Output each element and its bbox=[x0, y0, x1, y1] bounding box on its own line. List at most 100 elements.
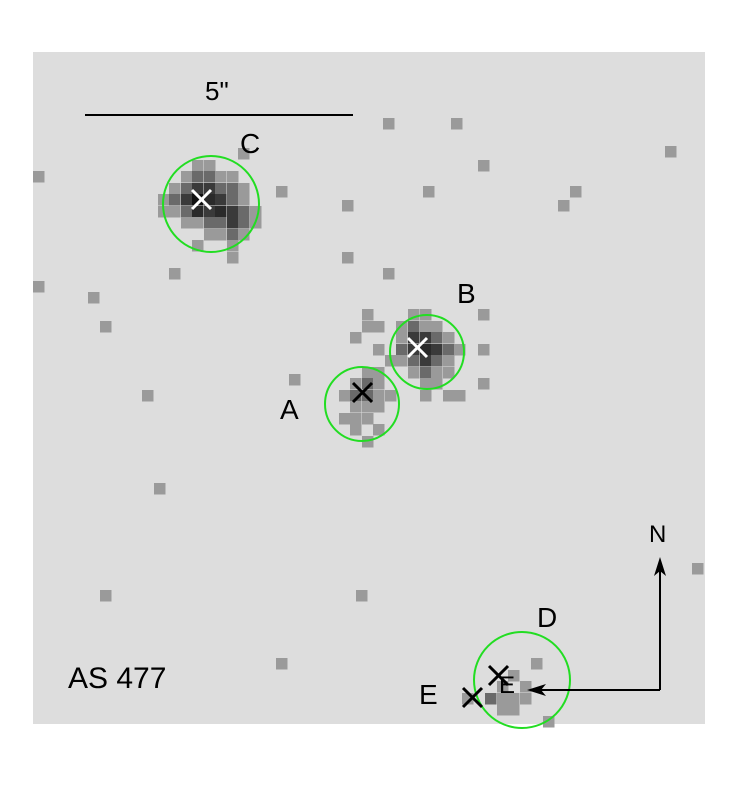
image-pixel bbox=[88, 292, 100, 304]
image-pixel bbox=[431, 321, 443, 333]
image-pixel bbox=[215, 217, 227, 229]
image-pixel bbox=[169, 183, 181, 195]
image-pixel bbox=[431, 355, 443, 367]
image-pixel bbox=[531, 658, 543, 670]
image-pixel bbox=[238, 217, 250, 229]
image-pixel bbox=[420, 321, 432, 333]
image-pixel bbox=[238, 229, 250, 241]
image-pixel bbox=[181, 194, 193, 206]
marker-c bbox=[190, 188, 213, 211]
image-pixel bbox=[204, 206, 216, 218]
image-pixel bbox=[169, 194, 181, 206]
image-pixel bbox=[204, 194, 216, 206]
image-pixel bbox=[362, 436, 374, 448]
image-pixel bbox=[478, 160, 490, 172]
source-label-e: E bbox=[419, 679, 438, 710]
image-pixel bbox=[508, 693, 520, 705]
image-pixel bbox=[215, 171, 227, 183]
image-pixel bbox=[431, 378, 443, 390]
image-pixel bbox=[508, 670, 520, 682]
image-pixel bbox=[420, 378, 432, 390]
image-pixel bbox=[431, 344, 443, 356]
image-pixel bbox=[520, 681, 532, 693]
image-pixel bbox=[443, 332, 455, 344]
image-pixel bbox=[342, 200, 354, 212]
image-pixel bbox=[276, 658, 288, 670]
image-pixel bbox=[373, 321, 385, 333]
marker-d bbox=[487, 664, 510, 687]
image-pixel bbox=[443, 344, 455, 356]
image-pixel bbox=[192, 194, 204, 206]
image-pixel bbox=[342, 252, 354, 264]
aperture-b bbox=[389, 314, 465, 390]
image-pixel bbox=[154, 483, 166, 495]
image-pixel bbox=[443, 355, 455, 367]
image-pixel bbox=[350, 390, 362, 402]
image-pixel bbox=[204, 229, 216, 241]
image-pixel bbox=[227, 252, 239, 264]
image-pixel bbox=[362, 378, 374, 390]
marker-b bbox=[406, 336, 429, 359]
image-pixel bbox=[396, 321, 408, 333]
image-pixel bbox=[227, 240, 239, 252]
image-pixel bbox=[497, 704, 509, 716]
image-pixel bbox=[396, 344, 408, 356]
image-pixel bbox=[408, 321, 420, 333]
image-pixel bbox=[497, 693, 509, 705]
image-pixel bbox=[423, 186, 435, 198]
source-label-b: B bbox=[457, 278, 476, 309]
image-pixel bbox=[350, 413, 362, 425]
image-pixel bbox=[396, 355, 408, 367]
image-pixel bbox=[383, 118, 395, 130]
image-pixel bbox=[238, 148, 250, 160]
image-pixel bbox=[478, 344, 490, 356]
image-pixel bbox=[33, 281, 45, 293]
image-pixel bbox=[420, 355, 432, 367]
image-pixel bbox=[238, 206, 250, 218]
image-pixel bbox=[350, 401, 362, 413]
image-pixel bbox=[362, 309, 374, 321]
image-pixel bbox=[420, 344, 432, 356]
image-pixel bbox=[238, 183, 250, 195]
source-label-c: C bbox=[240, 128, 261, 159]
image-pixel bbox=[408, 367, 420, 379]
image-pixel bbox=[238, 194, 250, 206]
image-pixel bbox=[181, 206, 193, 218]
image-pixel bbox=[373, 367, 385, 379]
image-pixel bbox=[373, 424, 385, 436]
image-pixel bbox=[250, 206, 262, 218]
aperture-c bbox=[162, 155, 260, 253]
image-pixel bbox=[497, 681, 509, 693]
image-pixel bbox=[169, 206, 181, 218]
compass-east-arrow-icon bbox=[527, 684, 546, 696]
image-pixel bbox=[100, 321, 112, 333]
image-pixel bbox=[204, 171, 216, 183]
image-pixel bbox=[192, 240, 204, 252]
image-pixel bbox=[478, 309, 490, 321]
aperture-a bbox=[324, 366, 400, 442]
source-label-a: A bbox=[280, 394, 299, 425]
image-pixel bbox=[420, 390, 432, 402]
image-pixel bbox=[478, 378, 490, 390]
image-pixel bbox=[443, 367, 455, 379]
image-pixel bbox=[192, 183, 204, 195]
image-pixel bbox=[485, 693, 497, 705]
image-pixel bbox=[420, 367, 432, 379]
scale-bar-label: 5" bbox=[205, 76, 229, 106]
image-pixel bbox=[227, 229, 239, 241]
image-pixel bbox=[373, 390, 385, 402]
image-pixel bbox=[408, 309, 420, 321]
image-pixel bbox=[543, 716, 555, 728]
image-pixel bbox=[215, 183, 227, 195]
image-pixel bbox=[215, 229, 227, 241]
image-pixel bbox=[408, 355, 420, 367]
compass-north-arrow-icon bbox=[654, 557, 666, 576]
image-pixel bbox=[396, 332, 408, 344]
image-pixel bbox=[431, 367, 443, 379]
image-pixel bbox=[169, 268, 181, 280]
image-pixel bbox=[181, 183, 193, 195]
image-pixel bbox=[350, 332, 362, 344]
image-pixel bbox=[204, 183, 216, 195]
image-pixel bbox=[215, 206, 227, 218]
